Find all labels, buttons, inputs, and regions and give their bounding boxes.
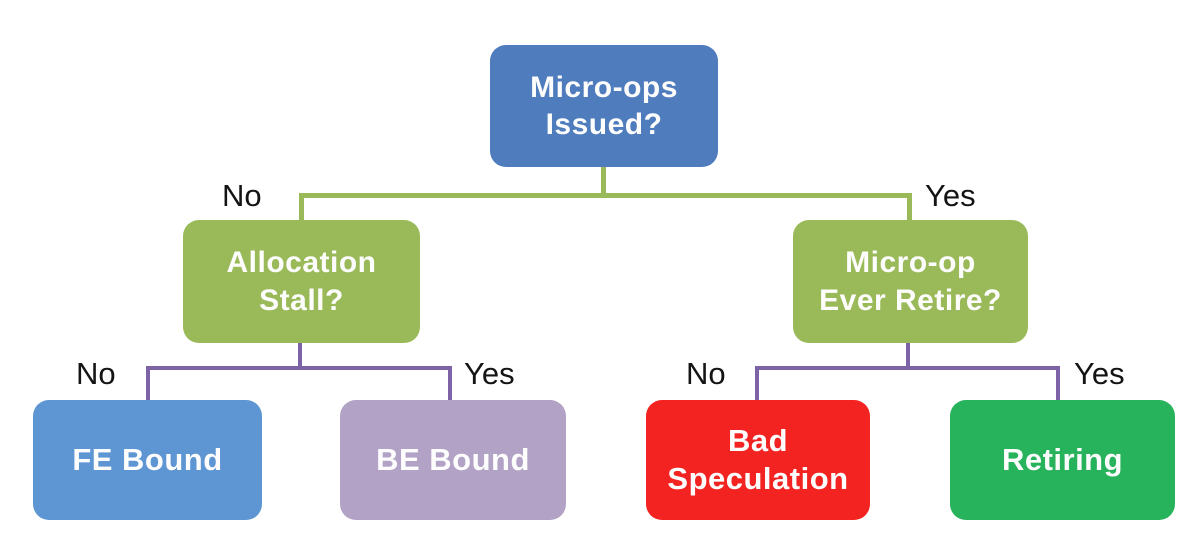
edge-root-stem <box>601 167 606 196</box>
edge-retire-drop-right <box>1056 366 1060 401</box>
node-retiring: Retiring <box>950 400 1175 520</box>
node-micro-ops-issued: Micro-ops Issued? <box>490 45 718 167</box>
node-label-line: Allocation <box>226 246 377 280</box>
edge-retire-stem <box>906 343 910 369</box>
node-label-line: Retiring <box>1001 441 1124 477</box>
branch-label-root-no: No <box>222 178 262 213</box>
edge-retire-horizontal <box>755 366 1060 370</box>
node-fe-bound: FE Bound <box>33 400 262 520</box>
edge-retire-drop-left <box>755 366 759 401</box>
node-bad-speculation: Bad Speculation <box>646 400 870 520</box>
branch-label-root-yes: Yes <box>925 178 976 213</box>
node-label-line: FE Bound <box>72 441 223 477</box>
branch-label-retire-no: No <box>686 356 726 391</box>
node-label-line: Bad <box>727 422 789 458</box>
node-micro-op-ever-retire: Micro-op Ever Retire? <box>793 220 1028 343</box>
edge-root-drop-left <box>299 193 304 221</box>
edge-alloc-drop-left <box>146 366 150 401</box>
node-label-line: Micro-op <box>845 246 976 280</box>
node-allocation-stall: Allocation Stall? <box>183 220 420 343</box>
node-label-line: Stall? <box>259 283 344 317</box>
edge-alloc-stem <box>298 343 302 369</box>
node-label-line: Ever Retire? <box>819 283 1002 317</box>
node-label-line: Speculation <box>667 461 849 496</box>
edge-alloc-drop-right <box>448 366 452 401</box>
edge-alloc-horizontal <box>146 366 452 370</box>
branch-label-alloc-yes: Yes <box>464 356 515 391</box>
node-be-bound: BE Bound <box>340 400 566 520</box>
node-label-line: BE Bound <box>376 441 530 477</box>
node-label-line: Micro-ops <box>530 70 678 104</box>
branch-label-alloc-no: No <box>76 356 116 391</box>
edge-root-horizontal <box>299 193 912 198</box>
branch-label-retire-yes: Yes <box>1074 356 1125 391</box>
node-label-line: Issued? <box>545 108 663 141</box>
edge-root-drop-right <box>907 193 912 221</box>
